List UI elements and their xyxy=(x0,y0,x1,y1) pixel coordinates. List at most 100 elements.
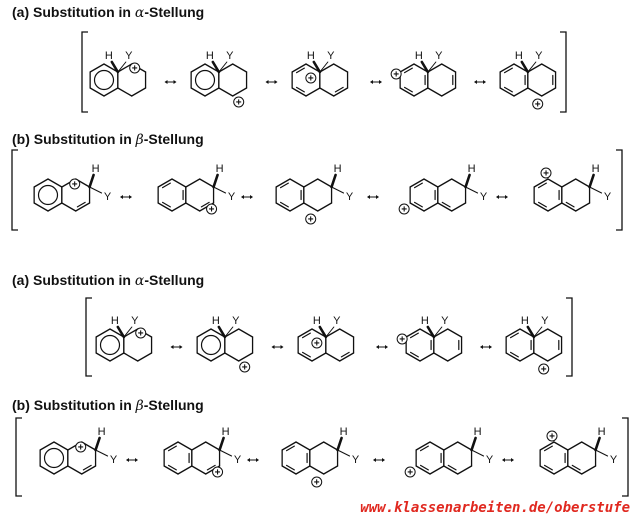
substituent-label: Y xyxy=(327,50,335,62)
bond xyxy=(539,441,555,451)
bond xyxy=(319,63,335,73)
beta-arenium-structure: HY+ xyxy=(33,163,112,212)
bond xyxy=(423,178,439,188)
bond xyxy=(429,465,445,475)
bond xyxy=(451,202,467,212)
bond xyxy=(464,173,471,189)
cation-charge: + xyxy=(236,98,242,109)
heading-beta-1: (b) Substitution in β-Stellung xyxy=(12,131,204,148)
bond xyxy=(76,201,86,208)
cation-charge: + xyxy=(541,365,547,376)
bond xyxy=(409,351,419,358)
bond xyxy=(137,352,153,362)
bond xyxy=(451,178,467,188)
bond xyxy=(123,326,133,338)
bond xyxy=(575,202,591,212)
bond xyxy=(117,63,133,73)
resonance-arrow xyxy=(474,80,486,84)
bond xyxy=(503,86,513,93)
bond xyxy=(232,87,248,97)
aromatic-circle xyxy=(99,334,121,356)
bond xyxy=(581,441,597,451)
bond xyxy=(167,445,177,452)
cation-charge: + xyxy=(314,478,320,489)
aromatic-circle xyxy=(37,184,59,206)
arrow-head-right xyxy=(483,80,486,84)
arrow-head-left xyxy=(126,458,129,462)
bond xyxy=(509,332,519,339)
arrow-head-left xyxy=(164,80,168,84)
bond xyxy=(533,328,549,338)
bond xyxy=(581,465,597,475)
bond xyxy=(39,465,55,475)
cation-circle xyxy=(135,327,147,339)
bond xyxy=(238,352,254,362)
bond xyxy=(541,87,557,97)
arrow-head-left xyxy=(496,195,499,199)
bond xyxy=(318,325,328,339)
bond xyxy=(505,328,521,338)
bond xyxy=(433,328,449,338)
aromatic-circle xyxy=(43,447,65,469)
hydrogen-label: H xyxy=(521,315,529,327)
bond xyxy=(567,465,583,475)
bond xyxy=(443,441,459,451)
resonance-arrow xyxy=(496,195,508,199)
arrow-head-right xyxy=(489,345,492,349)
bond xyxy=(426,325,436,339)
bond xyxy=(533,352,549,362)
bond xyxy=(419,352,435,362)
resonance-arrow xyxy=(241,195,253,199)
bond xyxy=(317,202,333,212)
bond xyxy=(303,178,319,188)
hydrogen-label: H xyxy=(307,50,315,62)
substituent-label: Y xyxy=(333,315,341,327)
bond xyxy=(471,449,485,457)
resonance-arrow xyxy=(247,458,259,462)
cation-charge: + xyxy=(549,432,555,443)
hydrogen-label: H xyxy=(313,315,321,327)
bond xyxy=(405,328,421,338)
arrow-head-left xyxy=(241,195,244,199)
cation-circle xyxy=(546,430,558,442)
bond xyxy=(95,449,109,457)
substituent-label: Y xyxy=(346,191,354,203)
bond xyxy=(520,60,530,74)
hydrogen-label: H xyxy=(212,315,220,327)
resonance-bracket xyxy=(15,417,629,497)
arrow-head-right xyxy=(382,458,385,462)
bond xyxy=(527,61,537,73)
bond xyxy=(224,326,234,338)
bond xyxy=(553,441,569,451)
bond xyxy=(88,173,95,189)
bond xyxy=(295,86,305,93)
bond xyxy=(567,441,583,451)
bond xyxy=(89,87,105,97)
hydrogen-label: H xyxy=(206,50,214,62)
resonance-arrow xyxy=(120,195,132,199)
bond xyxy=(123,328,139,338)
bond xyxy=(89,63,105,73)
bond xyxy=(323,441,339,451)
cation-circle xyxy=(540,167,552,179)
hydrogen-label: H xyxy=(468,163,476,175)
bond xyxy=(575,178,591,188)
bond xyxy=(447,328,463,338)
cation-circle xyxy=(239,361,251,373)
bond xyxy=(561,178,577,188)
bond xyxy=(429,441,445,451)
bond xyxy=(110,60,120,74)
resonance-bracket xyxy=(85,297,573,377)
bond xyxy=(281,441,297,451)
bond xyxy=(409,202,425,212)
arrow-head-left xyxy=(367,195,370,199)
hydrogen-label: H xyxy=(421,315,429,327)
bond xyxy=(413,182,423,189)
bond xyxy=(163,465,179,475)
beta-arenium-structure: HY+ xyxy=(275,163,354,226)
heading-beta-2: (b) Substitution in β-Stellung xyxy=(12,397,204,414)
bond xyxy=(224,352,240,362)
resonance-arrow xyxy=(502,458,514,462)
